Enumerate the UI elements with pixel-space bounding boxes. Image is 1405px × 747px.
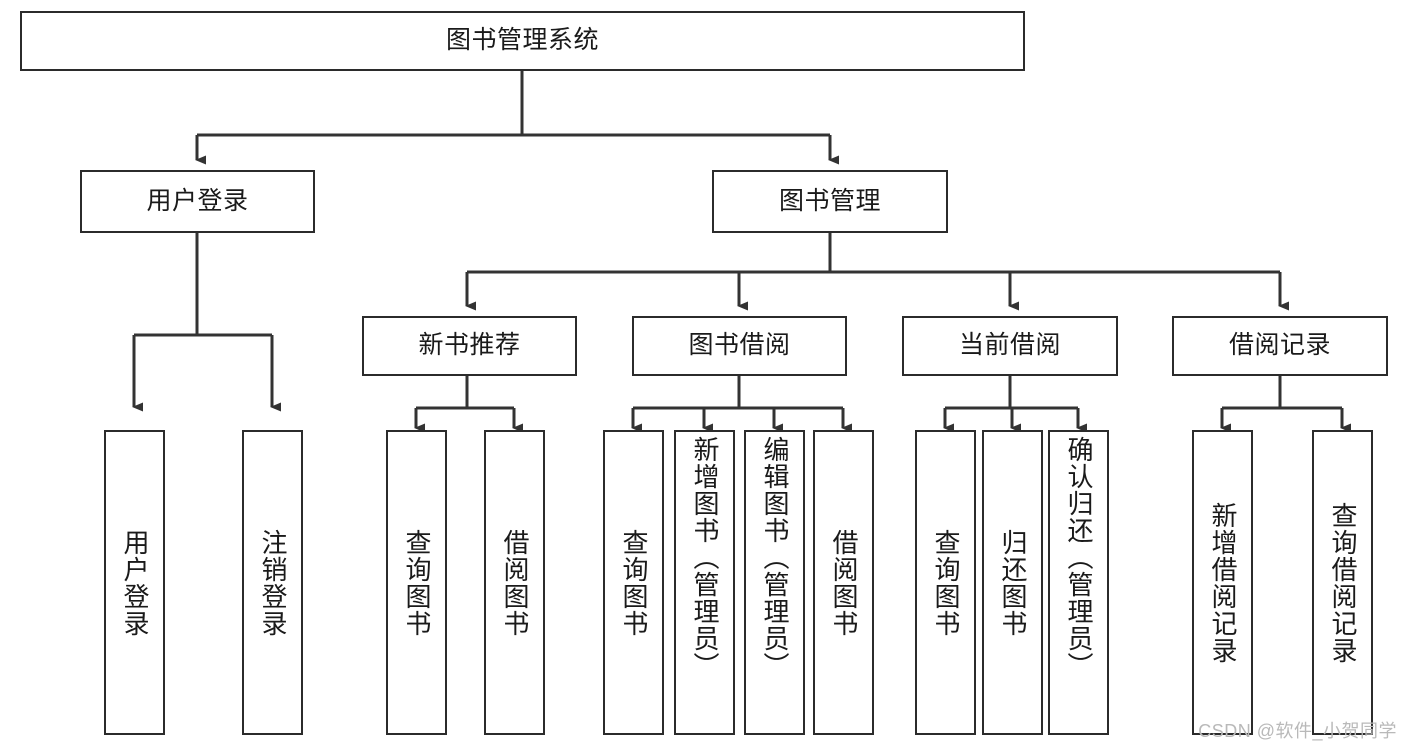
node-leaf-return-book[interactable]: 归还图书 xyxy=(982,430,1043,735)
node-borrow-record[interactable]: 借阅记录 xyxy=(1172,316,1388,376)
node-leaf-user-logout[interactable]: 注销登录 xyxy=(242,430,303,735)
node-leaf-user-login-label: 用户登录 xyxy=(120,528,151,637)
node-leaf-borrow-book-2[interactable]: 借阅图书 xyxy=(813,430,874,735)
watermark-text: CSDN @软件_小贺同学 xyxy=(1198,721,1397,741)
node-root-label: 图书管理系统 xyxy=(445,26,599,55)
node-leaf-add-book-label: 新增图书（管理员） xyxy=(690,436,721,679)
node-leaf-borrow-book-1[interactable]: 借阅图书 xyxy=(484,430,545,735)
node-leaf-user-logout-label: 注销登录 xyxy=(258,528,289,637)
node-leaf-return-book-label: 归还图书 xyxy=(998,528,1029,637)
node-book-borrow-label: 图书借阅 xyxy=(688,331,791,360)
node-leaf-add-record[interactable]: 新增借阅记录 xyxy=(1192,430,1253,735)
node-current-borrow[interactable]: 当前借阅 xyxy=(902,316,1118,376)
node-leaf-borrow-book-2-label: 借阅图书 xyxy=(829,528,860,637)
node-leaf-query-book-1[interactable]: 查询图书 xyxy=(386,430,447,735)
node-leaf-query-book-2-label: 查询图书 xyxy=(619,528,650,637)
node-leaf-edit-book[interactable]: 编辑图书（管理员） xyxy=(744,430,805,735)
node-leaf-borrow-book-1-label: 借阅图书 xyxy=(500,528,531,637)
node-new-book-recommend-label: 新书推荐 xyxy=(418,331,521,360)
node-new-book-recommend[interactable]: 新书推荐 xyxy=(362,316,577,376)
node-leaf-query-book-3[interactable]: 查询图书 xyxy=(915,430,976,735)
node-book-management[interactable]: 图书管理 xyxy=(712,170,948,233)
node-leaf-query-book-2[interactable]: 查询图书 xyxy=(603,430,664,735)
node-leaf-query-record[interactable]: 查询借阅记录 xyxy=(1312,430,1373,735)
node-user-login[interactable]: 用户登录 xyxy=(80,170,315,233)
node-leaf-query-book-3-label: 查询图书 xyxy=(931,528,962,637)
node-leaf-query-book-1-label: 查询图书 xyxy=(402,528,433,637)
node-leaf-add-book[interactable]: 新增图书（管理员） xyxy=(674,430,735,735)
node-leaf-query-record-label: 查询借阅记录 xyxy=(1328,501,1359,664)
node-book-management-label: 图书管理 xyxy=(778,186,881,215)
node-book-borrow[interactable]: 图书借阅 xyxy=(632,316,847,376)
node-current-borrow-label: 当前借阅 xyxy=(958,331,1061,360)
node-leaf-user-login[interactable]: 用户登录 xyxy=(104,430,165,735)
node-borrow-record-label: 借阅记录 xyxy=(1228,331,1331,360)
node-leaf-confirm-return-label: 确认归还（管理员） xyxy=(1064,436,1095,679)
node-leaf-confirm-return[interactable]: 确认归还（管理员） xyxy=(1048,430,1109,735)
node-user-login-label: 用户登录 xyxy=(146,186,249,215)
node-leaf-add-record-label: 新增借阅记录 xyxy=(1208,501,1239,664)
node-leaf-edit-book-label: 编辑图书（管理员） xyxy=(760,436,791,679)
node-root[interactable]: 图书管理系统 xyxy=(20,11,1025,71)
